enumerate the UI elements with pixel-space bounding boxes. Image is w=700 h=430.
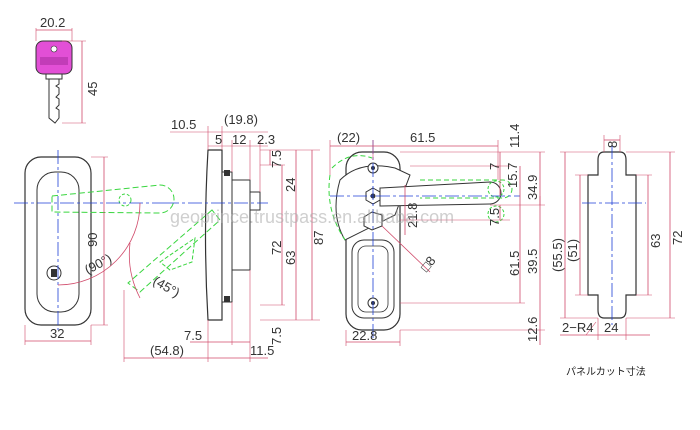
dim-key-width: 20.2 (40, 15, 65, 30)
dim-key-height: 45 (85, 82, 100, 96)
key-view: 20.2 45 (35, 15, 100, 124)
cutout-outline (587, 151, 637, 319)
dim-side-top-a: 10.5 (171, 117, 196, 132)
dim-side-top-e: 2.3 (257, 132, 275, 147)
side-shaft (249, 191, 261, 211)
back-view: (22) 61.5 21.8 □8 11.4 7 15.7 34.9 7.5 3… (328, 124, 545, 346)
dim-back-right-g: 61.5 (507, 251, 522, 276)
dim-side-bottom-d: 11.5 (250, 343, 274, 358)
dim-side-right-b: 24 (283, 178, 298, 192)
dim-front-width: 32 (50, 326, 64, 341)
front-phantom-handle (51, 184, 175, 214)
dim-side-right-e: 63 (283, 251, 298, 265)
dim-cutout-top: 8 (605, 141, 620, 148)
dim-back-bottom: 22.8 (352, 328, 377, 343)
dim-side-bottom-c: (54.8) (150, 343, 184, 358)
dim-cutout-radius: 2−R4 (562, 320, 593, 335)
dim-side-right-c: 72 (269, 241, 284, 255)
dim-back-top-a: (22) (337, 130, 360, 145)
dim-side-bottom-b: 7.5 (269, 327, 284, 345)
cutout-caption: パネルカット寸法 (566, 365, 646, 378)
dim-back-right-b: 7 (487, 163, 502, 170)
dim-cutout-right-a: 63 (648, 234, 663, 248)
key-label-plate (40, 57, 68, 65)
dim-cutout-left: (55.5) (550, 238, 565, 272)
dim-cutout-bottom: 24 (604, 320, 618, 335)
watermark: geoprince.trustpass.en.alibaba.com (170, 207, 454, 227)
key-blade (48, 78, 60, 124)
dim-side-top-c: 5 (215, 132, 222, 147)
dim-cutout-right-b: 72 (670, 231, 685, 245)
side-body (231, 179, 251, 271)
side-phantom-handle (127, 209, 221, 293)
key-shoulder (45, 73, 63, 80)
back-phantom-cam (331, 155, 373, 169)
dim-side-top-d: 12 (232, 132, 246, 147)
dim-side-top-b: (19.8) (224, 112, 258, 127)
side-handle-profile (204, 149, 223, 321)
side-panel-plate (221, 171, 233, 303)
front-view: (90°) 90 32 (14, 150, 175, 345)
dim-back-top-b: 61.5 (410, 130, 435, 145)
dim-back-inner-b: □8 (417, 253, 438, 274)
side-angle-arc (128, 242, 141, 299)
key-ring-hole (50, 45, 58, 53)
dim-back-right-e: 7.5 (487, 208, 502, 226)
dim-back-inner-a: 21.8 (405, 203, 420, 228)
dim-back-right-a: 11.4 (507, 124, 522, 148)
dim-front-height: 90 (85, 233, 100, 247)
dim-back-right-f: 39.5 (525, 249, 540, 274)
dim-cutout-left-inner: (51) (565, 239, 580, 262)
front-keyway (51, 269, 57, 277)
dim-back-right-h: 12.6 (525, 317, 540, 342)
dim-side-right-d: 87 (311, 231, 326, 245)
front-angle-arc (57, 202, 141, 286)
panel-cutout-view: 8 (55.5) (51) 63 72 2−R4 24 パネルカット寸法 (550, 135, 685, 378)
dim-side-right-a: 7.5 (269, 150, 284, 168)
dim-side-bottom-a: 7.5 (184, 328, 202, 343)
dim-back-right-c: 15.7 (505, 163, 520, 188)
back-latch-bar (379, 181, 502, 207)
dim-back-right-d: 34.9 (525, 175, 540, 200)
dim-side-angle: (45°) (151, 273, 183, 300)
side-view: (45°) 10.5 (19.8) 5 12 2.3 7.5 24 72 87 … (123, 112, 326, 362)
